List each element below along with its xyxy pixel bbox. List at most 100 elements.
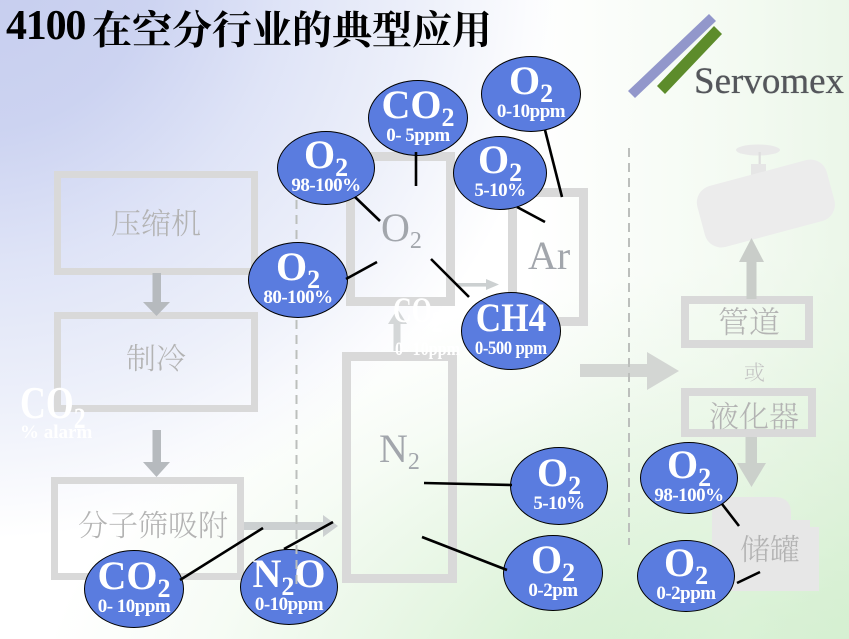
measurement-bubble-o2-5-10-bottom: O2 5-10%: [510, 447, 608, 525]
bubble-range: 0-10ppm: [254, 594, 324, 615]
arrow-shaft: [746, 261, 757, 299]
label-pipeline: [719, 307, 779, 336]
connector-o2-98-100-right-to-tank: [720, 503, 741, 527]
page-title-cjk: [93, 9, 489, 48]
label-oxygen-column: O2: [381, 208, 422, 254]
process-box-nitrogen-column: [342, 352, 457, 583]
gas-main: CO: [20, 377, 74, 428]
bubble-gas-formula: O2: [667, 445, 711, 492]
bubble-range: 0-500 ppm: [475, 338, 547, 359]
arrow-refrigeration-to-sieve: [143, 430, 170, 477]
arrow-head: [739, 238, 764, 262]
arrow-oxygen-to-argon: [456, 279, 499, 290]
gas-main: CH4: [475, 295, 547, 340]
arrow-head: [323, 515, 338, 537]
overlay-label-co2-column: CO2 0- 10ppm: [393, 292, 472, 360]
bubble-range: 0- 10ppm: [97, 596, 171, 617]
gas-main: O: [663, 540, 696, 585]
connector-oxygen-column-to-ch4: [430, 258, 470, 298]
tank-body: [696, 159, 835, 248]
bubble-gas-formula: O2: [304, 135, 348, 182]
arrow-shaft: [393, 323, 401, 351]
arrow-head: [737, 463, 766, 487]
gas-tank-clipart: [696, 144, 835, 248]
bubble-range: 5-10%: [533, 493, 585, 514]
measurement-bubble-o2-80-100: O2 80-100%: [248, 242, 348, 318]
arrow-shaft: [456, 283, 486, 287]
connector-o2-5-10-top-to-argon-column: [516, 205, 546, 224]
arrow-shaft: [580, 364, 647, 377]
label-refrigeration: [127, 343, 186, 372]
page-title-product: 4100: [6, 3, 86, 49]
measurement-bubble-o2-0-2pm: O2 0-2pm: [503, 535, 603, 611]
gas-sub: 2: [157, 574, 171, 603]
gas-sub: 2: [307, 265, 321, 294]
bubble-range: 0-2pm: [528, 580, 578, 601]
arrow-shaft: [745, 437, 757, 464]
arrow-sieve-to-nitrogen-column: [244, 515, 338, 537]
overlay-label-co2-alarm: CO2 % alarm: [20, 380, 104, 443]
logo-stroke-green: [657, 26, 722, 94]
connector-nitrogen-column-to-o2-5-10: [423, 481, 513, 487]
logo-strokes: [628, 14, 722, 98]
process-box-compressor: [54, 171, 258, 275]
gas-main: CO: [381, 82, 442, 127]
arrow-head: [486, 279, 499, 290]
gas-main: N: [379, 426, 408, 471]
gas-sub: 2: [568, 471, 582, 500]
arrow-pipeline-to-tank: [739, 238, 764, 299]
gas-main: O: [275, 244, 308, 289]
tank-valve-stem: [758, 152, 761, 166]
bubble-range: 98-100%: [654, 485, 724, 506]
gas-sub: 2: [409, 228, 422, 254]
connector-o2-80-100-to-oxygen-column: [345, 260, 378, 281]
connector-co2-bottom-to-sieve: [179, 526, 264, 582]
gas-sub: 2: [540, 79, 554, 108]
bubble-gas-formula: O2: [664, 543, 708, 590]
gas-main: O: [477, 137, 510, 182]
connector-nitrogen-column-to-o2-0-2pm: [421, 535, 508, 572]
arrow-column-to-pipeline: [580, 352, 679, 390]
gas-main: CO: [393, 290, 432, 330]
arrow-shaft: [244, 522, 324, 530]
gas-main: O: [303, 132, 336, 177]
arrow-nitrogen-to-oxygen-column: [388, 309, 407, 351]
gas-sub: 2: [73, 402, 86, 435]
overlay-formula: CO2: [20, 380, 86, 435]
connector-o2-0-2ppm-to-tank: [736, 570, 761, 585]
overlay-formula: CO2: [393, 292, 450, 339]
gas-main: O: [530, 537, 563, 582]
arrow-head: [647, 352, 679, 390]
bubble-gas-formula: O2: [509, 61, 553, 108]
gas-main: O: [666, 442, 699, 487]
bubble-gas-formula: O2: [478, 140, 522, 187]
bubble-gas-formula: O2: [537, 453, 581, 500]
bubble-range: 5-10%: [474, 180, 526, 201]
label-molecular-sieve: [79, 510, 228, 539]
bubble-gas-formula: CO2: [98, 556, 171, 603]
measurement-bubble-o2-98-100-right: O2 98-100%: [640, 442, 738, 514]
gas-sub: 2: [335, 153, 349, 182]
bubble-gas-formula: O2: [276, 247, 320, 294]
process-box-refrigeration: [54, 312, 258, 412]
bubble-range: 80-100%: [263, 287, 333, 308]
measurement-bubble-n2o: N2O 0-10ppm: [240, 549, 338, 625]
connector-n2o-to-nitrogen-column: [283, 520, 334, 551]
process-box-pipeline: [681, 296, 813, 348]
gas-sub: 2: [509, 158, 523, 187]
label-storage-tank: [741, 534, 799, 563]
bubble-range: 0-10ppm: [496, 101, 566, 122]
measurement-bubble-o2-0-2ppm: O2 0-2ppm: [637, 540, 735, 612]
label-nitrogen-column: N2: [379, 426, 420, 475]
bubble-range: 0-2ppm: [656, 583, 716, 604]
gas-sub: 2: [431, 306, 443, 339]
bubble-gas-formula: N2O: [252, 554, 325, 601]
measurement-bubble-co2-bottom: CO2 0- 10ppm: [84, 550, 184, 628]
bubble-gas-formula: CH4: [476, 298, 546, 338]
arrow-shaft: [152, 430, 161, 463]
arrow-compressor-to-refrigeration: [143, 273, 170, 316]
label-compressor: [112, 208, 201, 237]
overlay-range: 0- 10ppm: [395, 339, 461, 360]
gas-sub: 2: [562, 558, 576, 587]
